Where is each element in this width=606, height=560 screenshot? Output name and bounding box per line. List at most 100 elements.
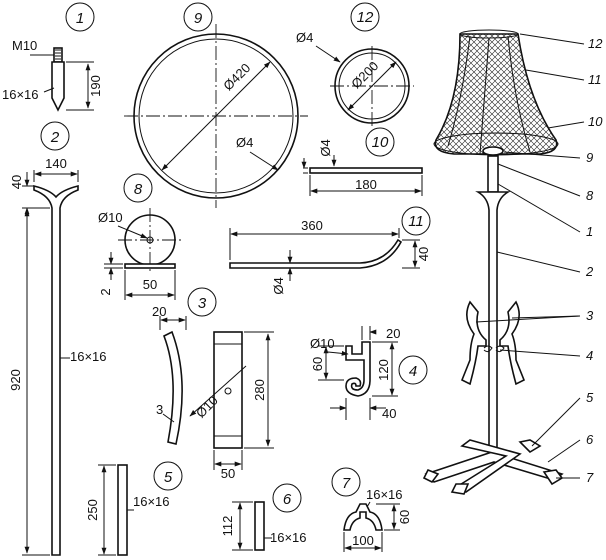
part-7-foot-bracket [343, 503, 383, 531]
callout-4: 4 [586, 348, 593, 363]
part-4-hook-bracket [345, 341, 371, 397]
part-10-wire-dim: Ø4 [318, 139, 333, 156]
callout-2: 2 [585, 264, 594, 279]
part-5-number: 5 [164, 469, 173, 486]
part-10: 10 Ø4 180 [301, 127, 423, 196]
part-5-foot-bar [117, 464, 128, 556]
part-2: 2 140 40 920 16×16 [8, 121, 107, 556]
part-8-hole-dim: Ø10 [98, 210, 123, 225]
part-8: 8 Ø10 2 50 [98, 173, 182, 300]
callout-leader-4 [499, 349, 581, 357]
callout-8: 8 [586, 188, 594, 203]
callout-10: 10 [588, 114, 603, 129]
lamp-bracket-right [499, 300, 526, 386]
part-3-hole [224, 387, 232, 395]
callout-11: 11 [588, 72, 602, 87]
part-5: 5 250 16×16 [85, 461, 183, 556]
part-6: 6 112 16×16 [220, 483, 307, 551]
part-11: 11 360 40 Ø4 [229, 206, 431, 295]
part-7-section-dim: 16×16 [366, 487, 403, 502]
part-3-curved-bracket [162, 330, 183, 445]
part-4-width-dim: 40 [382, 406, 396, 421]
part-2-width-dim: 140 [45, 156, 67, 171]
part-4-number-circle [398, 355, 428, 385]
callout-leader-9 [503, 151, 581, 159]
part-5-length-dim: 250 [85, 499, 100, 521]
part-9-wire-dim: Ø4 [236, 135, 253, 150]
callout-leader-8 [497, 163, 581, 197]
part-9-number: 9 [194, 10, 203, 27]
callout-12: 12 [588, 36, 603, 51]
part-4-height-dim: 60 [310, 357, 325, 371]
part-1-thread-dim: M10 [12, 38, 37, 53]
callout-7: 7 [586, 470, 594, 485]
callout-9: 9 [586, 150, 593, 165]
part-7-height-dim: 60 [397, 510, 412, 524]
part-3: 3 20 3 Ø10 280 50 [152, 287, 274, 481]
part-5-section-dim: 16×16 [133, 494, 170, 509]
part-6-short-bar [254, 501, 265, 551]
part-4-number: 4 [409, 363, 417, 380]
callout-leader-6 [547, 439, 581, 463]
part-8-thickness-dim: 2 [98, 288, 113, 295]
part-4-thickness-dim: 20 [386, 326, 400, 341]
lamp-rod [487, 155, 499, 193]
callout-leader-5 [531, 397, 581, 447]
part-11-number: 11 [408, 213, 424, 230]
part-6-number: 6 [283, 491, 292, 508]
part-11-bent-rod [229, 238, 403, 269]
part-9-number-circle [183, 2, 213, 32]
part-6-number-circle [272, 483, 302, 513]
part-7: 7 16×16 60 100 [331, 467, 412, 552]
part-3-width-dim: 20 [152, 304, 166, 319]
callout-1: 1 [586, 224, 593, 239]
part-12-number-circle [350, 2, 380, 32]
lamp-socket [482, 146, 504, 156]
lamp-bracket-left [460, 300, 487, 386]
part-2-stand-column [33, 184, 79, 556]
part-7-number: 7 [342, 475, 351, 492]
part-2-head-dim: 40 [9, 175, 24, 189]
part-3-width2-dim: 50 [221, 466, 235, 481]
part-11-number-circle [401, 206, 431, 236]
part-1-section-dim: 16×16 [2, 87, 39, 102]
part-2-length-dim: 920 [8, 369, 23, 391]
part-10-rod [309, 167, 423, 174]
lamp-assembly: 12 11 10 9 8 1 2 3 4 5 6 7 [422, 29, 603, 495]
part-8-diameter-dim: 50 [143, 277, 157, 292]
callout-5: 5 [586, 390, 594, 405]
part-3-thickness-dim: 3 [156, 402, 163, 417]
part-4-total-height-dim: 120 [376, 359, 391, 381]
part-9: 9 Ø420 Ø4 [124, 2, 308, 208]
part-8-number-circle [123, 173, 153, 203]
part-1-number-circle [65, 2, 95, 32]
part-1-length-dim: 190 [88, 75, 103, 97]
callout-leader-2 [496, 251, 581, 273]
part-3-number: 3 [198, 295, 207, 312]
part-10-length-dim: 180 [355, 177, 377, 192]
part-4: 4 Ø10 20 60 120 40 [310, 326, 428, 421]
part-1-number: 1 [76, 10, 84, 27]
part-3-length-dim: 280 [252, 379, 267, 401]
part-11-wire-dim: Ø4 [271, 277, 286, 294]
part-12: 12 Ø4 Ø200 [296, 2, 414, 126]
part-2-number: 2 [50, 129, 60, 146]
part-7-width-dim: 100 [352, 533, 374, 548]
part-3-number-circle [187, 287, 217, 317]
callout-leader-1 [497, 183, 581, 233]
part-10-number-circle [365, 127, 395, 157]
part-2-section-dim: 16×16 [70, 349, 107, 364]
part-11-length-dim: 360 [301, 218, 323, 233]
part-1-rod [51, 61, 65, 112]
part-5-number-circle [153, 461, 183, 491]
part-11-height-dim: 40 [416, 247, 431, 261]
part-4-hole-dim: Ø10 [310, 336, 335, 351]
part-12-wire-dim: Ø4 [296, 30, 313, 45]
callout-leader-12 [519, 33, 585, 45]
callout-6: 6 [586, 432, 594, 447]
part-2-number-circle [40, 121, 70, 151]
part-6-length-dim: 112 [220, 516, 235, 537]
callout-leader-11 [525, 69, 585, 81]
part-10-number: 10 [372, 134, 389, 151]
